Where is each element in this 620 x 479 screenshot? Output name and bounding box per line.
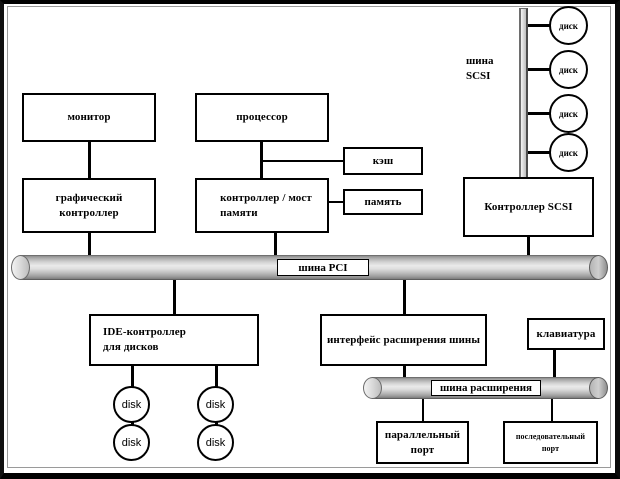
scsi-disk-1: диск xyxy=(549,6,588,45)
graphics-controller-label-line1: графический xyxy=(55,191,123,204)
scsi-disk-2-label: диск xyxy=(559,64,578,75)
pci-bus-cap-left xyxy=(11,255,30,280)
serial-port-label-line2: порт xyxy=(541,443,560,453)
expansion-interface-box: интерфейс расширения шины xyxy=(320,314,487,366)
scsi-disk-link-2 xyxy=(527,68,551,71)
scsi-disk-3: диск xyxy=(549,94,588,133)
ide-disk-3-label: disk xyxy=(205,398,226,411)
pci-to-expansion-interface-link xyxy=(403,264,406,314)
serial-port-label-line1: последовательный xyxy=(515,431,586,441)
graphics-controller-label-line2: контроллер xyxy=(59,206,119,219)
keyboard-box: клавиатура xyxy=(527,318,605,350)
expansion-interface-label: интерфейс расширения шины xyxy=(326,333,481,346)
scsi-disk-2: диск xyxy=(549,50,588,89)
cache-label: кэш xyxy=(372,154,394,167)
ide-disk-2-label: disk xyxy=(121,436,142,449)
scsi-disk-4: диск xyxy=(549,133,588,172)
monitor-label: монитор xyxy=(67,111,111,124)
graphics-to-pci-link xyxy=(88,233,91,265)
scsi-bus-bar xyxy=(519,8,528,181)
scsi-disk-link-4 xyxy=(527,151,551,154)
ide-disk-3: disk xyxy=(197,386,234,423)
ide-controller-label-line2: для дисков xyxy=(103,341,159,353)
serial-port-box: последовательный порт xyxy=(503,421,598,464)
memory-controller-box: контроллер / мост памяти xyxy=(195,178,329,233)
memctl-to-pci-link xyxy=(274,233,277,265)
ide-disk-1: disk xyxy=(113,386,150,423)
scsi-bus-label: шина SCSI xyxy=(466,54,526,85)
ide-chain-1-link xyxy=(131,366,134,390)
processor-to-cache-link xyxy=(260,160,343,162)
keyboard-label: клавиатура xyxy=(536,327,596,340)
ide-disk-2: disk xyxy=(113,424,150,461)
scsi-disk-1-label: диск xyxy=(559,20,578,31)
expansion-bus-to-parallel-port-link xyxy=(422,393,424,423)
memory-box: память xyxy=(343,189,423,215)
scsi-disk-link-3 xyxy=(527,112,551,115)
scsi-bus-label-line2: SCSI xyxy=(466,70,491,83)
ide-chain-2-link xyxy=(215,366,218,390)
ide-disk-4-label: disk xyxy=(205,436,226,449)
processor-label: процессор xyxy=(236,111,288,124)
parallel-port-label-line1: параллельный xyxy=(384,428,461,441)
pci-bus-cap-right xyxy=(589,255,608,280)
monitor-box: монитор xyxy=(22,93,156,142)
keyboard-to-expansion-bus-link xyxy=(553,350,556,388)
scsi-disk-3-label: диск xyxy=(559,108,578,119)
expansion-bus-cap-right xyxy=(589,377,608,399)
scsi-bus-label-line1: шина xyxy=(466,55,494,67)
expansion-bus-cap-left xyxy=(363,377,382,399)
memory-controller-label-line1: контроллер / мост xyxy=(220,191,312,204)
parallel-port-box: параллельный порт xyxy=(376,421,469,464)
memory-label: память xyxy=(364,195,402,208)
cache-box: кэш xyxy=(343,147,423,175)
ide-disk-1-label: disk xyxy=(121,398,142,411)
scsi-controller-label: Контроллер SCSI xyxy=(484,200,573,213)
graphics-controller-box: графический контроллер xyxy=(22,178,156,233)
processor-box: процессор xyxy=(195,93,329,142)
pci-bus-label: шина PCI xyxy=(277,259,369,276)
memory-controller-label-line2: памяти xyxy=(220,206,258,219)
expansion-bus-label: шина расширения xyxy=(431,380,541,396)
ide-controller-label-line1: IDE-контроллер xyxy=(103,326,187,339)
scsi-disk-link-1 xyxy=(527,24,551,27)
expansion-bus-to-serial-port-link xyxy=(551,393,553,423)
ide-controller-box: IDE-контроллер для дисков xyxy=(89,314,259,366)
parallel-port-label-line2: порт xyxy=(410,443,435,456)
memctl-to-memory-link xyxy=(329,201,345,203)
scsi-controller-to-pci-link xyxy=(527,237,530,265)
monitor-to-graphics-link xyxy=(88,142,91,178)
scsi-disk-4-label: диск xyxy=(559,147,578,158)
ide-disk-4: disk xyxy=(197,424,234,461)
scsi-controller-box: Контроллер SCSI xyxy=(463,177,594,237)
pci-to-ide-link xyxy=(173,264,176,314)
